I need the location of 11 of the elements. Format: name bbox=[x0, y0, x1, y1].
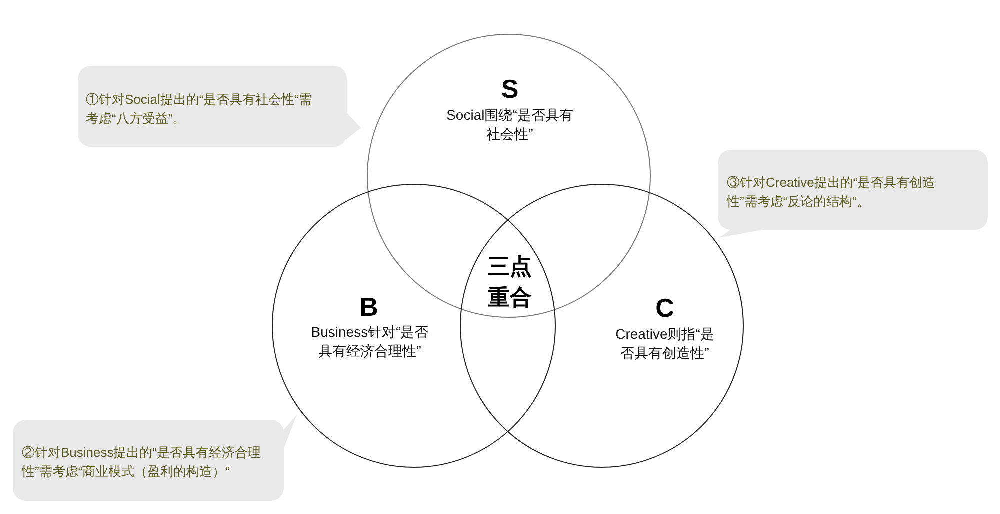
callout-text: ①针对Social提出的“是否具有社会性”需考虑“八方受益”。 bbox=[86, 91, 314, 128]
circle-letter: C bbox=[654, 294, 676, 322]
callout-text: ②针对Business提出的“是否具有经济合理性”需考虑“商业模式（盈利的构造）” bbox=[22, 444, 262, 481]
overlap-label: 三点重合 bbox=[487, 253, 533, 312]
circle-description: Creative则指“是否具有创造性” bbox=[614, 325, 716, 363]
circle-letter: S bbox=[500, 75, 520, 103]
circle-description: Business针对“是否具有经济合理性” bbox=[310, 323, 430, 361]
circle-letter: B bbox=[358, 293, 380, 321]
speech-bubble bbox=[716, 150, 988, 240]
circle-description: Social围绕“是否具有社会性” bbox=[446, 106, 574, 144]
callout-text: ③针对Creative提出的“是否具有创造性”需考虑“反论的结构”。 bbox=[727, 174, 937, 211]
